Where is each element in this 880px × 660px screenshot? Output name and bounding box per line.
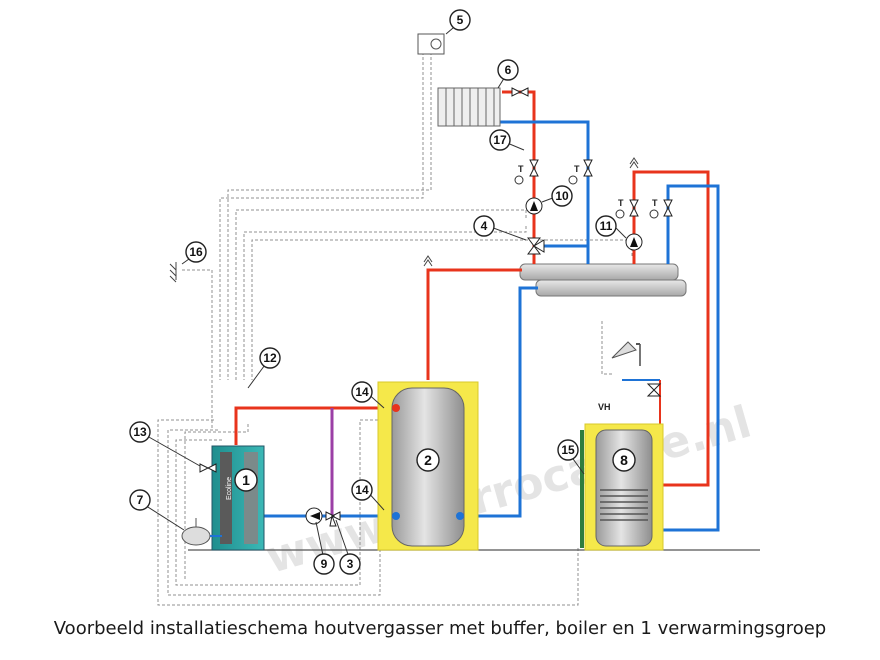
callout-7: 7	[137, 493, 144, 507]
room-thermostat-icon	[417, 33, 445, 55]
expansion-vessel-icon	[181, 518, 222, 546]
thermometer-icon	[514, 175, 659, 219]
callout-1: 1	[242, 472, 250, 488]
thermometer-t-label: T	[618, 198, 624, 208]
callout-16: 16	[189, 245, 203, 259]
pump-icon	[305, 507, 323, 525]
pump-icon	[525, 197, 543, 215]
pump-icon	[625, 233, 643, 251]
callout-14: 14	[355, 385, 369, 399]
ground-icon	[169, 262, 177, 283]
valve-icon	[199, 87, 673, 473]
callout-5: 5	[457, 13, 464, 27]
callout-15: 15	[561, 443, 575, 457]
air-vent-icon	[423, 157, 639, 267]
dhw-boiler	[580, 423, 664, 551]
callout-12: 12	[263, 351, 277, 365]
callout-2: 2	[424, 452, 432, 468]
callout-13: 13	[133, 425, 147, 439]
callout-17: 17	[493, 133, 507, 147]
thermometer-t-label: T	[518, 164, 524, 174]
collector-lower	[535, 279, 687, 297]
callout-4: 4	[481, 219, 488, 233]
callouts	[129, 9, 636, 575]
callout-6: 6	[505, 63, 512, 77]
thermometer-t-label: T	[652, 198, 658, 208]
radiator-icon	[437, 87, 501, 127]
diagram-caption: Voorbeeld installatieschema houtvergasse…	[53, 618, 827, 639]
boiler-brand: Ecoline	[226, 477, 233, 500]
three-way-valve-icon	[325, 237, 662, 527]
watermark-text: www.pierrocalore.nl	[261, 396, 757, 583]
callout-10: 10	[555, 189, 569, 203]
collector-upper	[519, 263, 679, 281]
callout-3: 3	[347, 557, 354, 571]
thermometer-t-label: T	[574, 164, 580, 174]
callout-9: 9	[321, 557, 328, 571]
callout-14: 14	[355, 483, 369, 497]
shower-icon	[611, 341, 640, 359]
callout-11: 11	[600, 219, 613, 233]
wood-gasifier-boiler: Ecoline	[211, 445, 265, 551]
callout-8: 8	[620, 452, 628, 468]
vh-label: VH	[598, 402, 611, 412]
